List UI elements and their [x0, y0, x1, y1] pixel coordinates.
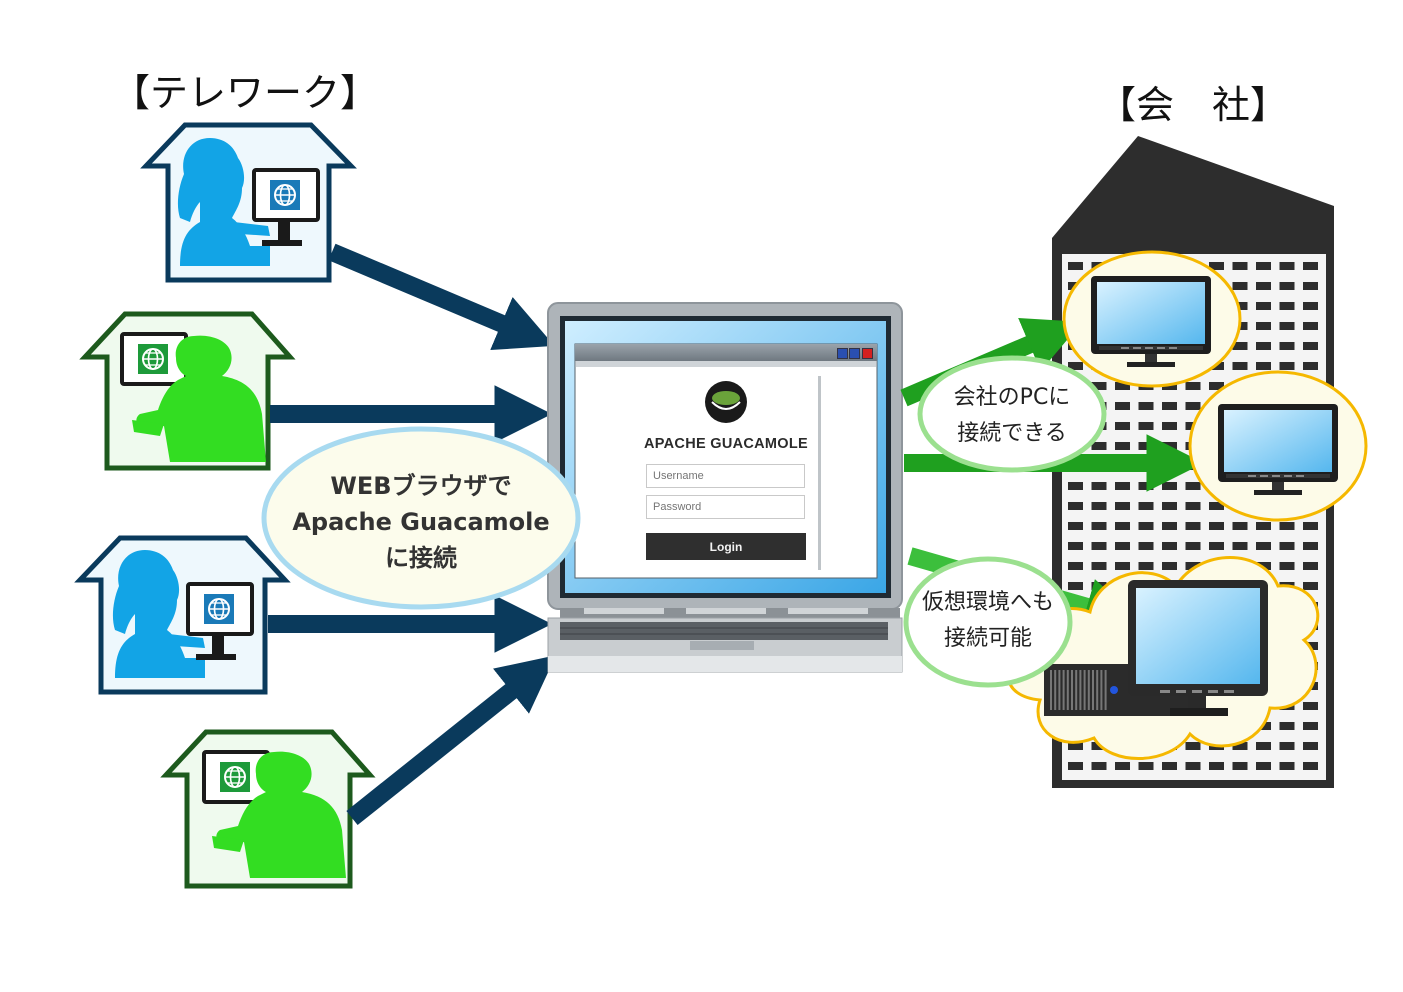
window-maximize-button[interactable]: [849, 348, 860, 359]
house-4: [160, 729, 376, 889]
window-minimize-button[interactable]: [837, 348, 848, 359]
login-button[interactable]: Login: [646, 533, 806, 560]
house-3: [74, 535, 291, 695]
arrow-house1-to-laptop: [328, 243, 555, 351]
office-pc-1: [1062, 250, 1242, 388]
office-heading: 【会 社】: [1098, 83, 1289, 127]
vm-bubble-line-2: 接続可能: [943, 626, 1032, 651]
arrow-house4-to-laptop: [346, 655, 557, 826]
password-input[interactable]: [646, 495, 805, 519]
telework-heading: 【テレワーク】: [112, 71, 379, 115]
pc-bubble-line-2: 接続できる: [957, 421, 1067, 446]
vm-bubble-text: 仮想環境へも 接続可能: [906, 585, 1070, 657]
pc-connect-bubble: [917, 355, 1107, 473]
monitor-icon: [1128, 580, 1268, 716]
pc-bubble-line-1: 会社のPCに: [953, 385, 1071, 410]
house-1: [140, 122, 357, 283]
username-input[interactable]: [646, 464, 805, 488]
login-title: APACHE GUACAMOLE: [643, 436, 809, 452]
virtual-environment-cloud: [1007, 556, 1320, 760]
web-bubble-line-2: Apache Guacamole: [292, 508, 550, 536]
monitor-icon: [1218, 404, 1338, 495]
globe-icon: [186, 582, 254, 636]
vm-bubble-line-1: 仮想環境へも: [921, 590, 1054, 615]
web-browser-bubble: [261, 426, 581, 610]
laptop-icon: [547, 302, 903, 673]
web-bubble-line-3: に接続: [385, 544, 457, 572]
monitor-icon: [1091, 276, 1211, 367]
guacamole-logo-icon: [705, 381, 747, 423]
window-close-button[interactable]: [862, 348, 873, 359]
vm-connect-bubble: [903, 556, 1073, 688]
house-2: [79, 311, 296, 471]
pc-bubble-text: 会社のPCに 接続できる: [912, 380, 1112, 452]
web-bubble-line-1: WEBブラウザで: [330, 472, 512, 500]
office-pc-2: [1188, 370, 1368, 522]
connection-arrows-left: [268, 243, 557, 826]
globe-icon: [252, 168, 320, 222]
web-bubble-text: WEBブラウザで Apache Guacamole に接続: [268, 468, 574, 576]
